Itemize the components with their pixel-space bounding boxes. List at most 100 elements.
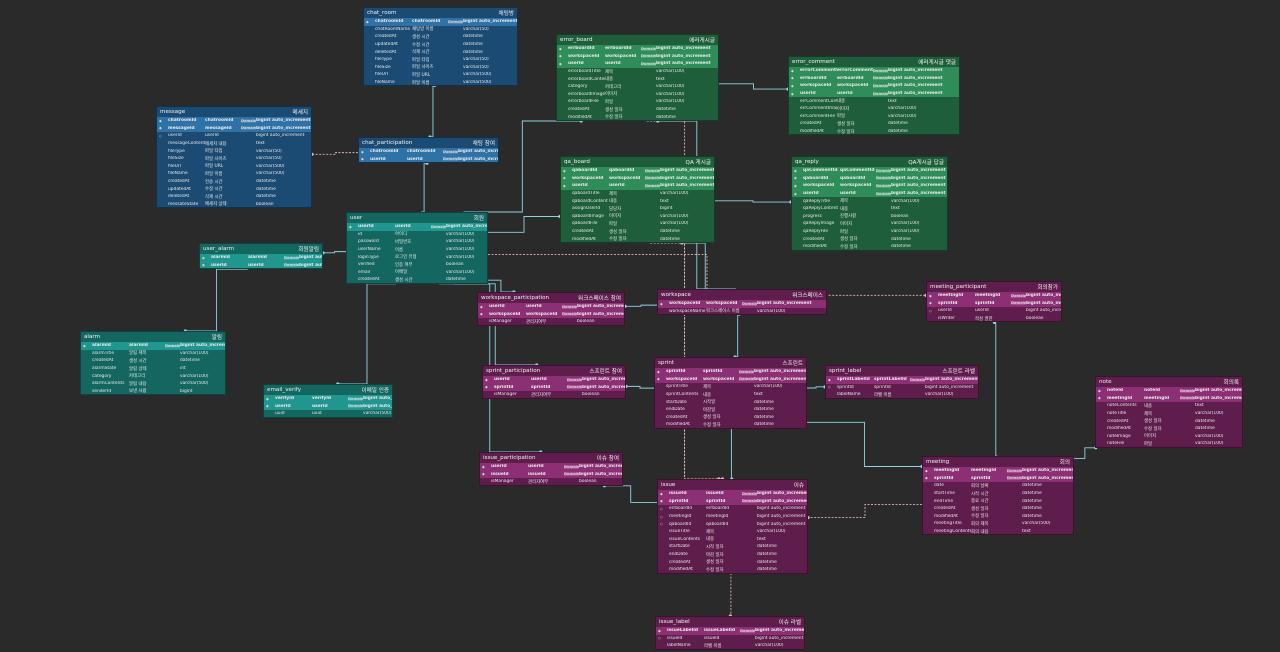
table-row[interactable]: ◆errorCommentIderrorCommentIdDomainbigin… xyxy=(789,67,959,75)
